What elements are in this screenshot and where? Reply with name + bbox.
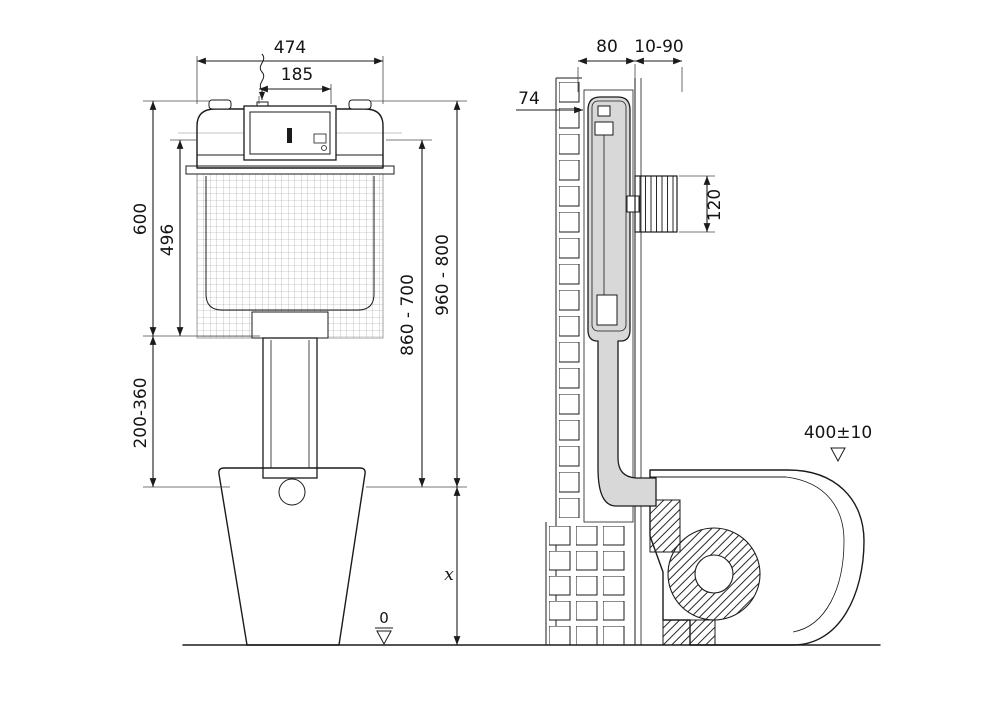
dim-label-x: x (444, 565, 454, 585)
inlet-cross-section (649, 499, 681, 553)
dim-label-120: 120 (705, 189, 725, 221)
mounting-bracket-left (208, 99, 232, 110)
cistern-neck (251, 311, 329, 339)
mounting-flange (185, 165, 395, 175)
mounting-bracket-right (348, 99, 372, 110)
flush-slot (287, 128, 292, 143)
dim-label-200-360: 200-360 (131, 377, 151, 448)
dim-label-74: 74 (518, 89, 540, 109)
dim-label-10-90: 10-90 (634, 37, 683, 57)
fill-valve-top (597, 105, 611, 117)
dimensions: 474 185 600 496 200-360 860 - 700 960 - … (131, 37, 872, 646)
toilet-bowl-front (218, 467, 366, 646)
cistern-tank-front (185, 99, 395, 175)
toilet-bowl-side (649, 469, 865, 646)
flush-valve (596, 294, 618, 326)
dim-label-860-700: 860 - 700 (398, 274, 418, 356)
access-box (243, 105, 337, 161)
blockwork-lower (549, 524, 628, 645)
dim-label-400: 400±10 (804, 423, 872, 443)
blockwork-upper (559, 82, 580, 518)
dim-label-496: 496 (158, 224, 178, 256)
datum-triangle-icon (376, 630, 392, 646)
vent-arrow-icon (258, 53, 266, 100)
side-view (545, 77, 865, 646)
base-cross-section (662, 619, 716, 646)
dim-label-474: 474 (274, 38, 306, 58)
cistern-body-front (205, 176, 375, 339)
mounting-frame (583, 89, 634, 523)
dim-label-600: 600 (131, 203, 151, 235)
actuator-box (634, 175, 678, 233)
fill-valve-body (594, 121, 614, 136)
datum-zero (375, 627, 393, 646)
dim-label-80: 80 (596, 37, 618, 57)
dim-label-960-800: 960 - 800 (433, 234, 453, 316)
trap-cross-section (667, 527, 761, 621)
dim-label-185: 185 (281, 65, 313, 85)
level-triangle-icon (830, 447, 846, 463)
flush-pipe-front (262, 337, 318, 479)
flush-actuator (626, 175, 678, 233)
wall-section (545, 77, 642, 645)
datum-label-0: 0 (379, 609, 389, 627)
bowl-inlet-hole (278, 478, 306, 506)
cistern-side (587, 96, 657, 507)
front-view (185, 99, 395, 646)
